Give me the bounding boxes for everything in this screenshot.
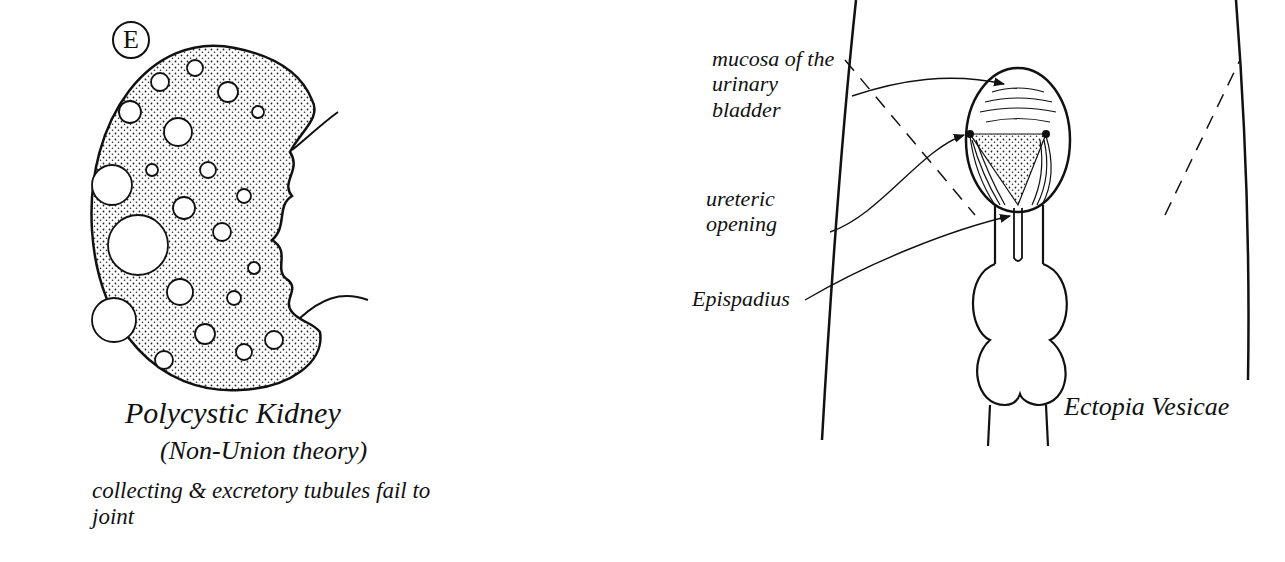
- penis-outline: [995, 205, 1043, 264]
- leg-line: [1046, 405, 1048, 446]
- cyst: [146, 164, 158, 176]
- kidney-outline: [91, 46, 320, 391]
- mucosa-line: [985, 98, 1052, 102]
- mucosa-line: [986, 119, 1050, 123]
- cyst: [151, 73, 169, 91]
- cyst: [227, 291, 241, 305]
- hatching: [970, 136, 1051, 205]
- ureteric-orifice: [1042, 130, 1050, 138]
- cyst: [252, 106, 264, 118]
- cyst: [155, 351, 173, 369]
- part-label: mucosa of the urinary bladder: [712, 46, 840, 122]
- bladder-outline: [966, 68, 1070, 212]
- cyst: [213, 223, 231, 241]
- figure-letter: E: [123, 27, 139, 53]
- cyst: [92, 165, 132, 205]
- mucosa-lines: [980, 88, 1056, 122]
- part-label: ureteric opening: [706, 186, 824, 237]
- circled-letter: E: [112, 21, 150, 59]
- cyst: [167, 279, 193, 305]
- cyst: [187, 60, 203, 76]
- figure-caption: collecting & excretory tubules fail to j…: [92, 478, 437, 531]
- leader-line: [805, 216, 1010, 300]
- part-label: Ectopia Vesicae: [1064, 392, 1229, 422]
- cyst: [237, 189, 251, 203]
- leader-line: [830, 135, 964, 232]
- cyst: [108, 215, 168, 275]
- cyst: [173, 197, 195, 219]
- part-label: Epispadius: [692, 286, 790, 311]
- mucosa-line: [980, 108, 1056, 112]
- trigone: [970, 134, 1046, 205]
- scrotum-outline: [973, 264, 1067, 405]
- cyst: [248, 262, 260, 274]
- cyst: [92, 298, 136, 342]
- cyst: [265, 331, 283, 349]
- hatch-line: [972, 140, 1000, 205]
- figure-caption: Polycystic Kidney: [125, 396, 341, 431]
- leader-line: [852, 78, 1004, 96]
- cyst: [119, 101, 141, 123]
- cyst: [195, 324, 215, 344]
- hatch-line: [1032, 140, 1042, 205]
- cyst: [200, 162, 216, 178]
- urethral-groove: [1014, 208, 1022, 261]
- ureteric-orifice: [966, 130, 974, 138]
- cysts: [92, 60, 283, 369]
- mucosa-line: [992, 88, 1044, 92]
- ureter-line: [300, 296, 368, 318]
- inguinal-line: [1165, 60, 1240, 215]
- cyst: [164, 118, 192, 146]
- figure-caption: (Non-Union theory): [160, 436, 367, 466]
- cyst: [236, 344, 252, 360]
- inguinal-line: [845, 60, 975, 215]
- leg-line: [988, 405, 990, 446]
- cyst: [218, 82, 238, 102]
- hatch-line: [976, 140, 1005, 205]
- ureter-line: [292, 112, 338, 150]
- body-outline: [1236, 0, 1249, 380]
